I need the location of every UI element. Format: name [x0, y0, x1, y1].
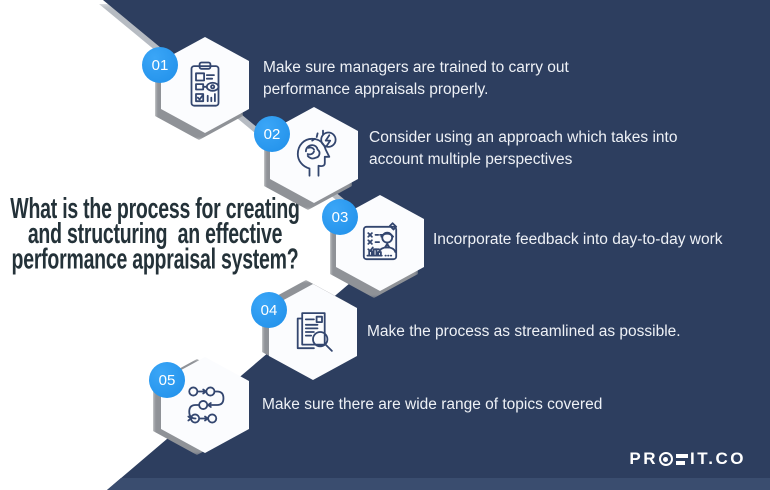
step-number-badge: 04 [251, 292, 287, 328]
logo-text-itco: IT.CO [690, 449, 746, 468]
logo-target-o-icon [658, 452, 673, 466]
step-number-badge: 02 [254, 116, 290, 152]
step-number-badge: 01 [142, 47, 178, 83]
step-description: Make the process as streamlined as possi… [367, 323, 681, 340]
appraisal-clipboard-eye-icon [190, 61, 220, 107]
step-number-badge: 03 [322, 199, 358, 235]
infographic-title: What is the process for creating and str… [0, 192, 319, 276]
title-line-3: performance appraisal system? [11, 243, 299, 276]
process-flow-path-icon [187, 386, 225, 424]
step-number-badge: 05 [149, 362, 185, 398]
title-line-2: and structuring an effective [27, 217, 283, 251]
step-description: Make sure managers are trained to carry … [263, 59, 569, 98]
title-line-1: What is the process for creating [10, 192, 300, 225]
step-description: Incorporate feedback into day-to-day wor… [433, 231, 723, 248]
logo-f-bars-icon [676, 454, 689, 465]
head-brain-lightning-icon [296, 129, 337, 177]
step-description: Make sure there are wide range of topics… [262, 396, 603, 413]
step-description: Consider using an approach which takes i… [369, 129, 678, 168]
feedback-person-checklist-icon [362, 222, 398, 261]
document-magnifier-icon [296, 312, 333, 352]
profitco-logo: PR IT.CO [629, 449, 746, 469]
hexagon-step-1 [161, 37, 249, 133]
logo-text-pr: PR [629, 449, 659, 468]
